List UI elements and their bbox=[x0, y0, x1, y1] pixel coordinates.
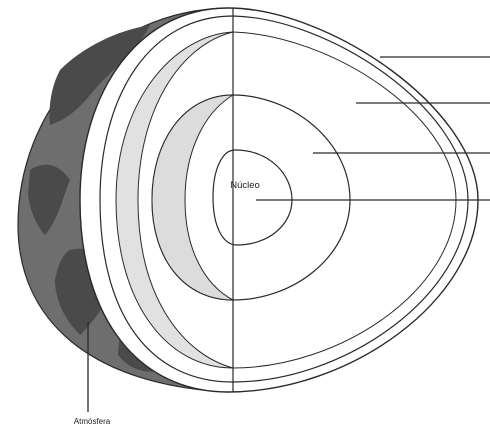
core-label: Núcleo bbox=[230, 180, 260, 191]
atmosphere-label: Atmósfera bbox=[74, 417, 111, 426]
